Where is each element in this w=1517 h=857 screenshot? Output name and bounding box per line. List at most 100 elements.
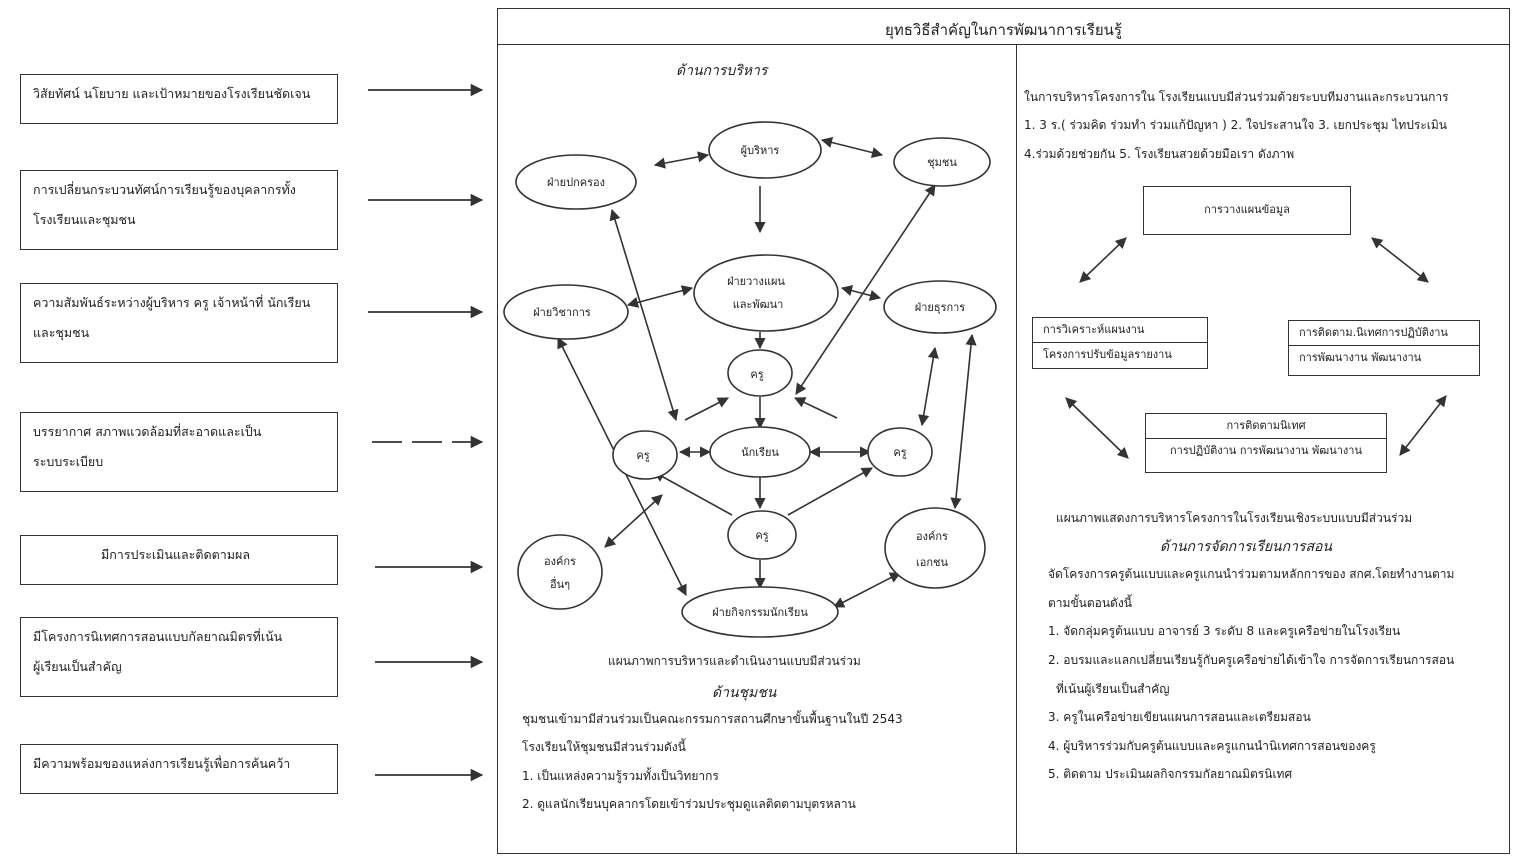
right-intro: ในการบริหารโครงการใน โรงเรียนแบบมีส่วนร่… [1024, 90, 1449, 104]
box-label: การพัฒนางาน พัฒนางาน [1289, 345, 1479, 370]
connector [684, 397, 729, 421]
community-text: ชุมชนเข้ามามีส่วนร่วมเป็นคณะกรรมการสถานศ… [522, 712, 903, 726]
admin-caption: แผนภาพการบริหารและดำเนินงานแบบมีส่วนร่วม [608, 654, 861, 668]
admin-nodes [503, 121, 997, 638]
connector [604, 494, 663, 548]
box-label: การติดตาม.นิเทศการปฏิบัติงาน [1299, 326, 1448, 339]
right-connectors [1065, 237, 1447, 459]
box-label: การวิเคราะห์แผนงาน [1043, 323, 1145, 336]
node-label: ครู [893, 446, 906, 459]
node-label: เอกชน [916, 556, 948, 569]
strategy-text: และชุมชน [33, 325, 90, 340]
box-label: การปฏิบัติงาน การพัฒนางาน พัฒนางาน [1146, 438, 1386, 463]
connector [653, 151, 710, 169]
node-teacher-right [867, 427, 933, 477]
strategy-text: ระบบระเบียบ [33, 454, 104, 469]
teaching-item: ที่เน้นผู้เรียนเป็นสำคัญ [1056, 682, 1170, 696]
community-item: 2. ดูแลนักเรียนบุคลากรโดยเข้าร่วมประชุมด… [522, 797, 856, 811]
teaching-item: 3. ครูในเครือข่ายเขียนแผนการสอนและเตรียม… [1048, 710, 1311, 724]
node-academic [503, 284, 629, 340]
strategy-frame [497, 8, 1510, 854]
strategy-text: การเปลี่ยนกระบวนทัศน์การเรียนรู้ของบุคลา… [33, 182, 296, 197]
title-divider [497, 44, 1510, 45]
node-executive [708, 121, 822, 179]
strategy-text: ผู้เรียนเป็นสำคัญ [33, 659, 122, 674]
strategy-text: มีความพร้อมของแหล่งการเรียนรู้เพื่อการค้… [33, 756, 291, 771]
teaching-text: จัดโครงการครูต้นแบบและครูแกนนำร่วมตามหลั… [1048, 567, 1455, 581]
node-label: ฝ่ายกิจกรรมนักเรียน [712, 606, 808, 619]
node-label: ชุมชน [927, 156, 957, 169]
community-heading: ด้านชุมชน [712, 685, 777, 701]
strategy-text: โรงเรียนและชุมชน [33, 212, 136, 227]
node-student-affairs [681, 586, 839, 638]
connector [950, 333, 977, 510]
teaching-heading: ด้านการจัดการเรียนการสอน [1160, 539, 1332, 555]
community-item: 1. เป็นแหล่งความรู้รวมทั้งเป็นวิทยากร [522, 769, 719, 783]
diagram-title: ยุทธวิธีสำคัญในการพัฒนาการเรียนรู้ [885, 21, 1122, 39]
box-label: การวางแผนข้อมูล [1204, 203, 1290, 216]
node-label: องค์กร [544, 555, 576, 568]
teaching-item: 5. ติดตาม ประเมินผลกิจกรรมกัลยาณมิตรนิเท… [1048, 767, 1293, 781]
node-teacher-bottom [727, 510, 797, 560]
node-label: นักเรียน [741, 446, 779, 459]
connector [795, 184, 936, 395]
node-label: องค์กร [916, 530, 948, 543]
node-label: และพัฒนา [733, 298, 784, 311]
connector [1371, 237, 1429, 283]
right-intro: 1. 3 ร.( ร่วมคิด ร่วมทำ ร่วมแก้ปัญหา ) 2… [1024, 118, 1447, 132]
node-label: ครู [755, 529, 768, 542]
right-intro: 4.ร่วมด้วยช่วยกัน 5. โรงเรียนสวยด้วยมือเ… [1024, 147, 1295, 161]
strategy-text: บรรยากาศ สภาพแวดล้อมที่สะอาดและเป็น [33, 424, 262, 439]
strategy-box-environment: บรรยากาศ สภาพแวดล้อมที่สะอาดและเป็น ระบบ… [20, 412, 338, 492]
node-private-org [884, 507, 986, 589]
strategy-text: วิสัยทัศน์ นโยบาย และเป้าหมายของโรงเรียน… [33, 86, 311, 101]
strategy-text: มีโครงการนิเทศการสอนแบบกัลยาณมิตรที่เน้น [33, 629, 283, 644]
node-label: ครู [636, 449, 649, 462]
box-monitoring: การติดตาม.นิเทศการปฏิบัติงาน การพัฒนางาน… [1288, 320, 1480, 376]
connector [653, 471, 733, 516]
left-arrows [368, 83, 484, 782]
node-planning [693, 254, 839, 332]
node-label: ผู้บริหาร [741, 144, 780, 157]
node-label: ครู [750, 368, 763, 381]
box-analysis: การวิเคราะห์แผนงาน โครงการปรับข้อมูลรายง… [1032, 317, 1208, 369]
strategy-box-evaluation: มีการประเมินและติดตามผล [20, 535, 338, 585]
node-label: ฝ่ายวางแผน [727, 275, 785, 288]
admin-heading: ด้านการบริหาร [676, 63, 768, 79]
strategy-box-vision: วิสัยทัศน์ นโยบาย และเป้าหมายของโรงเรียน… [20, 74, 338, 124]
community-text: โรงเรียนให้ชุมชนมีส่วนร่วมดังนี้ [522, 740, 686, 754]
node-other-org [517, 534, 603, 610]
column-divider [1016, 44, 1017, 854]
connector [833, 572, 901, 608]
node-business [883, 280, 997, 334]
strategy-text: มีการประเมินและติดตามผล [101, 547, 250, 562]
box-planning-data: การวางแผนข้อมูล [1143, 186, 1351, 235]
right-caption: แผนภาพแสดงการบริหารโครงการในโรงเรียนเชิง… [1056, 511, 1413, 525]
strategy-box-relations: ความสัมพันธ์ระหว่างผู้บริหาร ครู เจ้าหน้… [20, 283, 338, 363]
connector [918, 346, 939, 427]
box-supervision: การติดตามนิเทศ การปฏิบัติงาน การพัฒนางาน… [1145, 413, 1387, 473]
strategy-text: ความสัมพันธ์ระหว่างผู้บริหาร ครู เจ้าหน้… [33, 295, 311, 310]
teaching-text: ตามขั้นตอนดังนี้ [1048, 596, 1132, 610]
connector [820, 137, 884, 158]
node-community [893, 137, 991, 187]
connector [793, 397, 838, 419]
box-label: โครงการปรับข้อมูลรายงาน [1033, 342, 1207, 367]
node-label: อื่นๆ [550, 576, 570, 591]
node-label: ฝ่ายปกครอง [547, 176, 605, 189]
teaching-item: 1. จัดกลุ่มครูต้นแบบ อาจารย์ 3 ระดับ 8 แ… [1048, 624, 1401, 638]
strategy-box-supervision: มีโครงการนิเทศการสอนแบบกัลยาณมิตรที่เน้น… [20, 617, 338, 697]
node-label: ฝ่ายธุรการ [915, 301, 966, 314]
node-teacher-top [727, 349, 793, 397]
node-label: ฝ่ายวิชาการ [533, 306, 591, 319]
connector [1079, 237, 1127, 283]
node-teacher-left [612, 430, 678, 480]
connector [787, 467, 873, 516]
box-label: การติดตามนิเทศ [1226, 419, 1306, 432]
strategy-box-resources: มีความพร้อมของแหล่งการเรียนรู้เพื่อการค้… [20, 744, 338, 794]
connector [1399, 395, 1447, 456]
teaching-item: 4. ผู้บริหารร่วมกับครูต้นแบบและครูแกนนำน… [1048, 739, 1376, 753]
connector [1065, 397, 1129, 459]
node-governance [515, 154, 637, 210]
